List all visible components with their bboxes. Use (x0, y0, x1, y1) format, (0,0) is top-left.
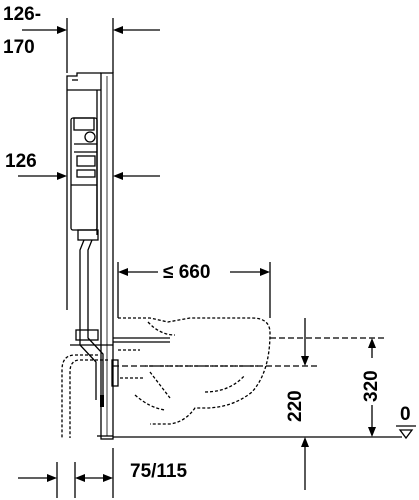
top-depth-label-line1: 126- (3, 4, 42, 25)
floor-level-marker (396, 425, 416, 440)
height-320-dimension (368, 338, 376, 437)
height-320-label: 320 (361, 370, 382, 402)
toilet-bowl-outline (118, 317, 271, 425)
top-depth-label-line2: 170 (3, 37, 35, 58)
bottom-offset-label: 75/115 (130, 461, 188, 482)
bowl-length-dimension (117, 262, 271, 318)
frame-depth-label: 126 (5, 151, 37, 172)
top-depth-dimension (22, 18, 160, 73)
installation-frame (61, 72, 170, 440)
height-220-dimension (301, 318, 309, 490)
max-bowl-length-label: ≤ 660 (163, 262, 211, 283)
reference-lines (113, 337, 402, 438)
frame-depth-dimension (18, 172, 160, 180)
height-220-label: 220 (285, 390, 306, 422)
bottom-offset-dimension (18, 448, 114, 498)
floor-zero-label: 0 (400, 404, 411, 425)
